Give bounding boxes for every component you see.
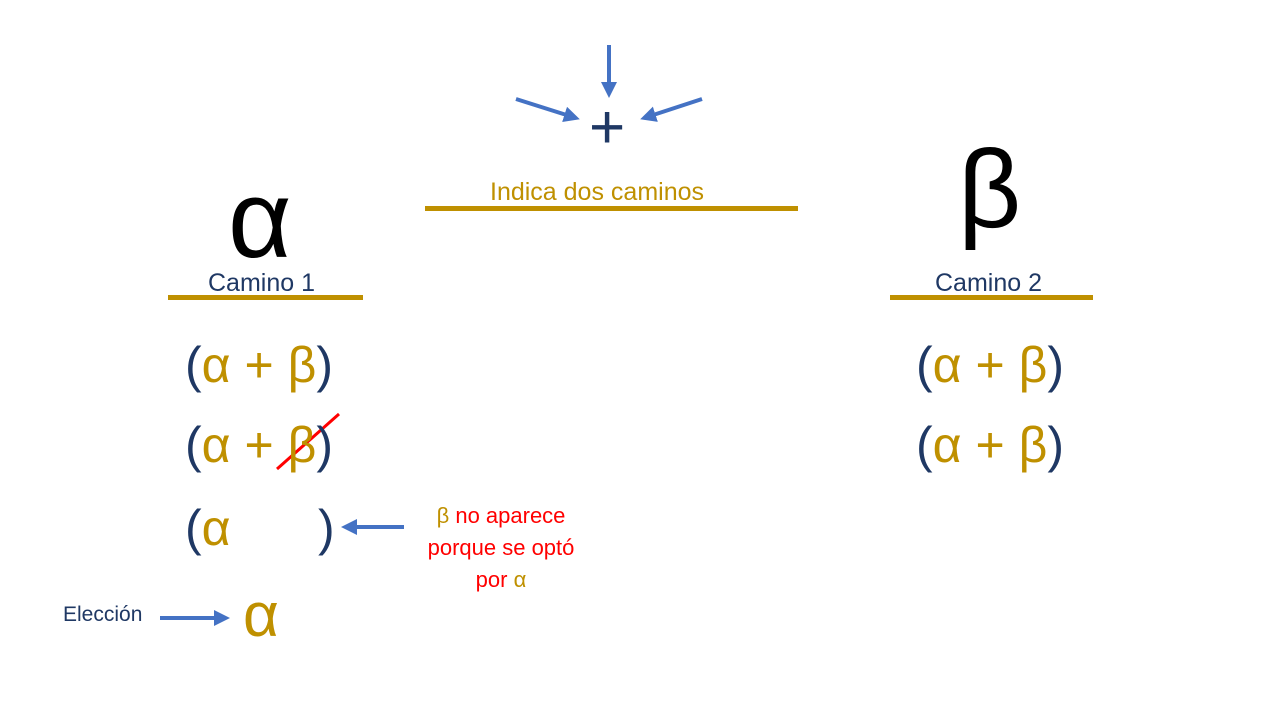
- path2-symbol: β: [958, 128, 1022, 251]
- path2-expression: (α + β): [916, 417, 1064, 473]
- path1-label: Camino 1: [208, 269, 315, 297]
- arrow-right-icon: [515, 97, 580, 123]
- path1-underline: [168, 295, 363, 300]
- path2-expression: (α + β): [916, 337, 1064, 393]
- choice-label: Elección: [63, 603, 143, 626]
- arrow-left-icon: [640, 97, 703, 122]
- choice-symbol: α: [243, 581, 279, 650]
- path1-expression-reduced: (α: [185, 500, 231, 556]
- beta-note: β no aparece porque se optó por α: [427, 503, 575, 592]
- crossed-beta: β: [287, 417, 317, 473]
- path2-underline: [890, 295, 1093, 300]
- plus-caption: Indica dos caminos: [490, 178, 705, 206]
- path2-label: Camino 2: [935, 269, 1042, 297]
- path1-expression-crossed: (α + β): [185, 417, 333, 473]
- plus-symbol: +: [589, 93, 626, 162]
- path1-expression-reduced-close: ): [318, 500, 335, 556]
- caption-underline: [425, 206, 798, 211]
- path1-symbol: α: [228, 158, 292, 281]
- path1-expression: (α + β): [185, 337, 333, 393]
